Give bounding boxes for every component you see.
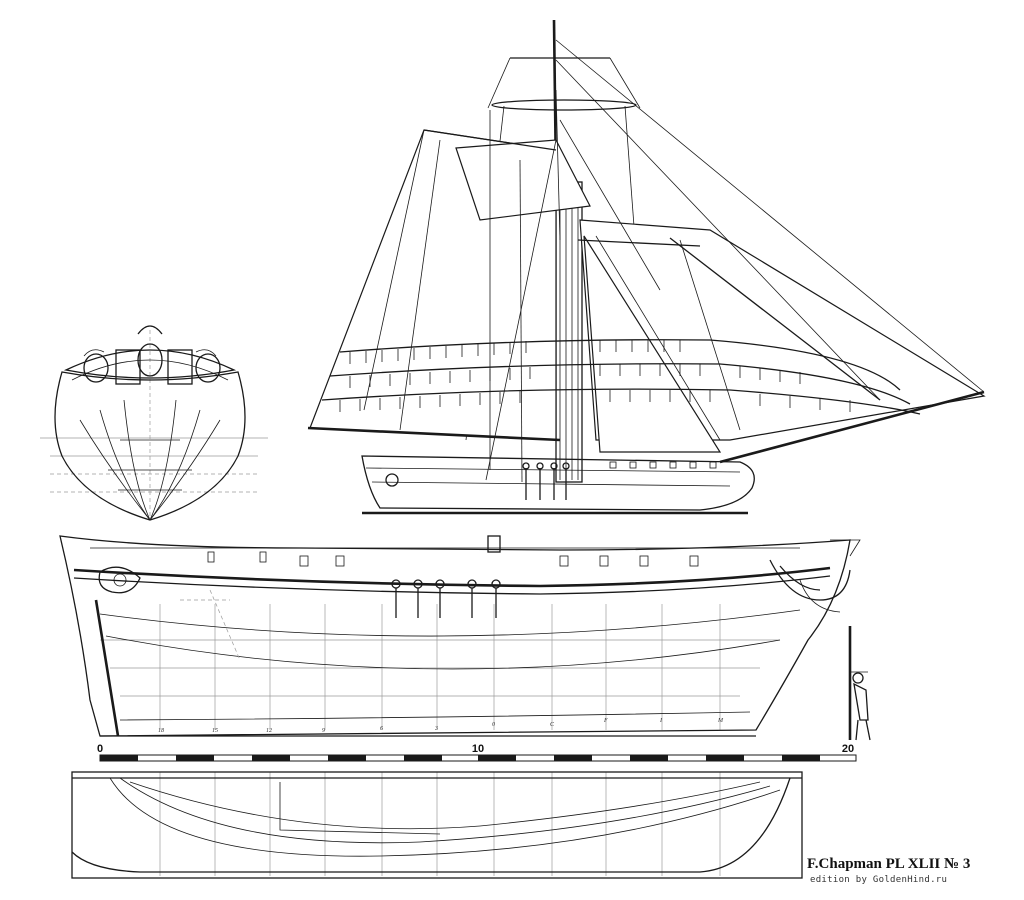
scale-label-10: 10 [472, 743, 484, 755]
square-topsail [455, 139, 591, 221]
stern-carving [63, 325, 237, 385]
section-mark: 15 [212, 728, 218, 734]
section-mark: 0 [492, 722, 495, 728]
section-marks: 18 15 12 9 6 3 0 C F I M [158, 718, 724, 734]
section-mark: 6 [380, 726, 383, 732]
scale-figure [848, 626, 871, 741]
stern-ornament [98, 566, 141, 594]
jib-sail [579, 219, 986, 441]
section-mark: 9 [322, 728, 325, 734]
profile-grid [100, 604, 780, 730]
main-mast [552, 19, 583, 483]
section-mark: M [717, 718, 724, 724]
plate-title: F.Chapman PL XLII № 3 [807, 856, 971, 872]
stern-body-plan [40, 325, 268, 521]
reef-bands [321, 339, 921, 415]
sail-plan [307, 19, 986, 515]
fore-staysail [583, 235, 722, 453]
section-mark: 18 [158, 728, 164, 734]
scale-bar: 0 10 20 [97, 743, 857, 762]
section-mark: F [603, 718, 608, 724]
scale-label-20: 20 [842, 743, 854, 755]
section-mark: I [659, 718, 663, 724]
standing-rigging [363, 39, 985, 483]
sail-plan-hull [361, 455, 755, 511]
bow-head [769, 539, 861, 613]
half-breadth-plan [71, 771, 803, 879]
plate-edition: edition by GoldenHind.ru [810, 875, 948, 885]
section-mark: C [550, 722, 555, 728]
hull-profile: 18 15 12 9 6 3 0 C F I M [59, 535, 871, 741]
section-mark: 3 [434, 726, 438, 732]
section-mark: 12 [266, 728, 272, 734]
scale-label-0: 0 [97, 743, 103, 755]
